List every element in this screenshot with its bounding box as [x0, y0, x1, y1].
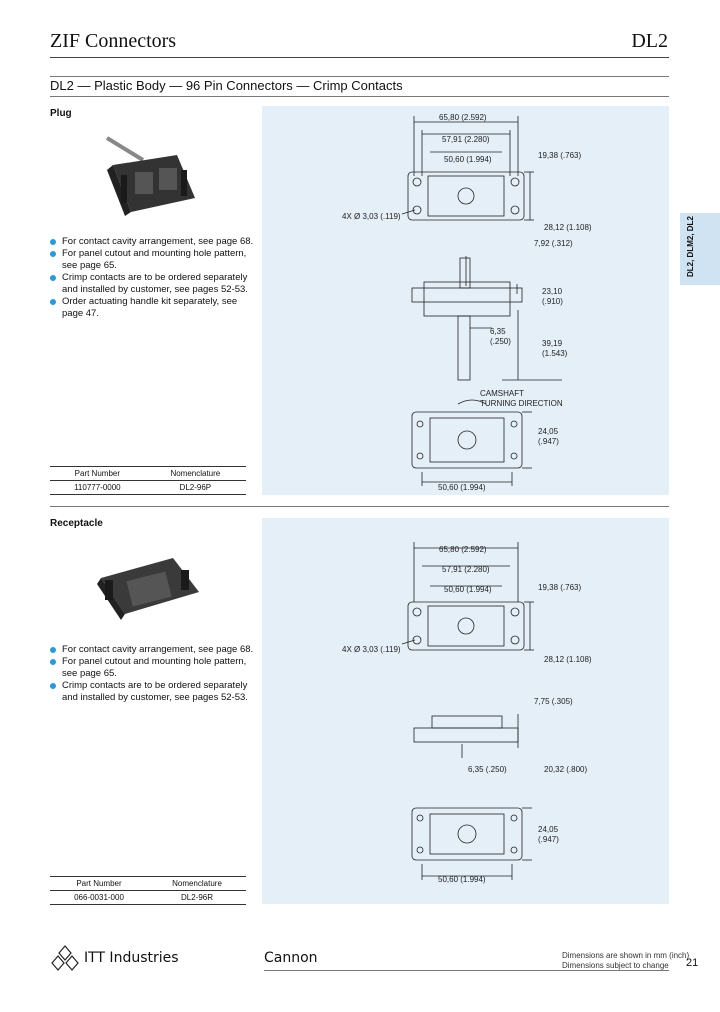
table-header: Part Number Nomenclature [50, 876, 246, 891]
plug-drawing-panel [262, 106, 669, 495]
dim-shaft-in: (.250) [490, 337, 511, 346]
dim-hole-spacing: 57,91 (2.280) [442, 135, 490, 144]
dim-body-depth: 20,32 (.800) [544, 765, 587, 774]
table-row: 066-0031-000 DL2-96R [50, 890, 246, 905]
dim-height: 19,38 (.763) [538, 151, 581, 160]
bullet-icon [50, 251, 56, 257]
section-code: DL2 [631, 30, 668, 52]
table-header: Part Number Nomenclature [50, 466, 246, 481]
page-subtitle: DL2 — Plastic Body — 96 Pin Connectors —… [50, 78, 403, 93]
receptacle-label: Receptacle [50, 518, 103, 529]
dim-body-width: 50,60 (1.994) [444, 155, 492, 164]
dim-face-width: 50,60 (1.994) [438, 483, 486, 492]
dim-total-height: 28,12 (1.108) [544, 223, 592, 232]
dim-face-height-in: (.947) [538, 835, 559, 844]
subtitle-rule-top [50, 76, 669, 77]
plug-part-table: Part Number Nomenclature 110777-0000 DL2… [50, 466, 246, 495]
dim-face-height-in: (.947) [538, 437, 559, 446]
section-divider [50, 506, 669, 507]
dim-overall-width: 65,80 (2.592) [439, 113, 487, 122]
brand-name: ITT Industries [84, 950, 179, 966]
footer-rule [264, 970, 669, 971]
dim-flange: 7,92 (.312) [534, 239, 573, 248]
dim-shaft-length: 39,19 [542, 339, 563, 348]
bullet-icon [50, 239, 56, 245]
bullet-icon [50, 647, 56, 653]
dim-face-height: 24,05 [538, 427, 559, 436]
list-item: For contact cavity arrangement, see page… [50, 236, 260, 248]
dim-mounting-holes: 4X Ø 3,03 (.119) [342, 212, 401, 221]
list-item: For panel cutout and mounting hole patte… [50, 248, 260, 272]
plug-bullets: For contact cavity arrangement, see page… [50, 236, 260, 320]
dim-face-height: 24,05 [538, 825, 559, 834]
bullet-icon [50, 275, 56, 281]
dim-total-height: 28,12 (1.108) [544, 655, 592, 664]
turning-direction-label: TURNING DIRECTION [480, 399, 563, 408]
dim-shaft: 6,35 (.250) [468, 765, 507, 774]
plug-photo [105, 136, 195, 216]
bullet-icon [50, 659, 56, 665]
dim-body-width: 50,60 (1.994) [444, 585, 492, 594]
receptacle-photo [97, 558, 199, 620]
receptacle-bullets: For contact cavity arrangement, see page… [50, 644, 260, 704]
header-rule [50, 57, 669, 58]
plug-label: Plug [50, 108, 72, 119]
side-tab: DL2, DLM2, DL2 [680, 213, 720, 285]
product-brand: Cannon [264, 950, 318, 966]
list-item: For contact cavity arrangement, see page… [50, 644, 260, 656]
dim-body-depth-in: (.910) [542, 297, 563, 306]
receptacle-drawing: 65,80 (2.592) 57,91 (2.280) 50,60 (1.994… [342, 542, 592, 884]
table-row: 110777-0000 DL2-96P [50, 480, 246, 495]
dim-body-depth: 23,10 [542, 287, 563, 296]
list-item: For panel cutout and mounting hole patte… [50, 656, 260, 680]
dim-shaft: 6,35 [490, 327, 506, 336]
dim-face-width: 50,60 (1.994) [438, 875, 486, 884]
dim-shaft-length-in: (1.543) [542, 349, 568, 358]
dim-hole-spacing: 57,91 (2.280) [442, 565, 490, 574]
camshaft-label: CAMSHAFT [480, 389, 524, 398]
plug-drawing: 65,80 (2.592) 57,91 (2.280) 50,60 (1.994… [342, 113, 592, 492]
receptacle-drawing-panel [262, 518, 669, 904]
dim-mounting-holes: 4X Ø 3,03 (.119) [342, 645, 401, 654]
section-title: ZIF Connectors [50, 30, 177, 52]
footer-note: Dimensions are shown in mm (inch) Dimens… [562, 951, 690, 970]
bullet-icon [50, 299, 56, 305]
itt-logo-icon [51, 945, 79, 971]
receptacle-part-table: Part Number Nomenclature 066-0031-000 DL… [50, 876, 246, 905]
side-tab-label: DL2, DLM2, DL2 [686, 216, 695, 277]
dim-overall-width: 65,80 (2.592) [439, 545, 487, 554]
dim-flange: 7,75 (.305) [534, 697, 573, 706]
subtitle-rule-bottom [50, 96, 669, 97]
list-item: Crimp contacts are to be ordered separat… [50, 272, 260, 296]
list-item: Order actuating handle kit separately, s… [50, 296, 260, 320]
bullet-icon [50, 683, 56, 689]
dim-height: 19,38 (.763) [538, 583, 581, 592]
list-item: Crimp contacts are to be ordered separat… [50, 680, 260, 704]
page-number: 21 [686, 957, 699, 969]
